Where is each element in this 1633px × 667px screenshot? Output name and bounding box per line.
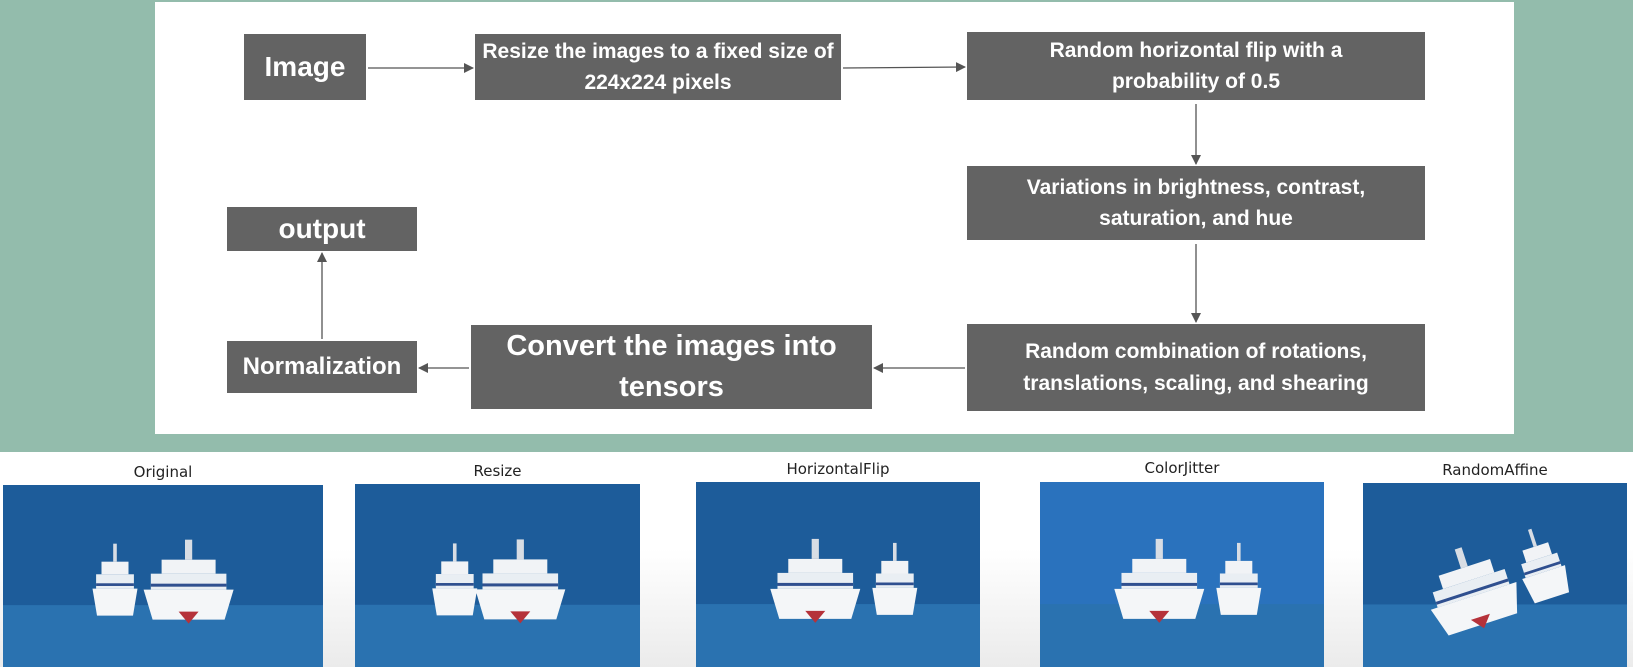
node-resize-label: Resize the images to a fixed size of 224…: [482, 39, 834, 95]
horizontal-flip-image: [696, 482, 980, 667]
label-color-jitter: ColorJitter: [1144, 459, 1220, 477]
node-jitter-label: Variations in brightness, contrast, satu…: [1026, 175, 1366, 231]
ship-scene: [355, 484, 640, 667]
ship-scene: [1363, 483, 1627, 667]
node-flip-label: Random horizontal flip with a probabilit…: [1049, 38, 1343, 94]
node-image: Image: [244, 34, 366, 100]
node-flip: Random horizontal flip with a probabilit…: [967, 32, 1425, 100]
node-tensor: Convert the images into tensors: [471, 325, 872, 409]
label-original: Original: [133, 463, 193, 481]
node-resize: Resize the images to a fixed size of 224…: [475, 34, 841, 100]
ship-scene: [1040, 482, 1324, 667]
node-tensor-label: Convert the images into tensors: [506, 330, 837, 403]
label-random-affine: RandomAffine: [1442, 461, 1548, 479]
random-affine-image: [1363, 483, 1627, 667]
color-jitter-image: [1040, 482, 1324, 667]
node-normalization-label: Normalization: [242, 353, 402, 380]
node-affine-label: Random combination of rotations, transla…: [1023, 340, 1369, 395]
node-output-label: output: [278, 213, 366, 244]
resize-image: [355, 484, 640, 667]
label-resize: Resize: [473, 462, 522, 480]
label-horizontal-flip: HorizontalFlip: [786, 460, 890, 478]
strip-gap: [0, 452, 1633, 454]
node-affine: Random combination of rotations, transla…: [967, 324, 1425, 411]
ship-scene: [696, 482, 980, 667]
original-image: [3, 485, 323, 667]
node-output: output: [227, 207, 417, 251]
node-image-label: Image: [264, 51, 346, 82]
ship-scene: [3, 485, 323, 667]
node-normalization: Normalization: [227, 341, 417, 393]
node-jitter: Variations in brightness, contrast, satu…: [967, 166, 1425, 240]
